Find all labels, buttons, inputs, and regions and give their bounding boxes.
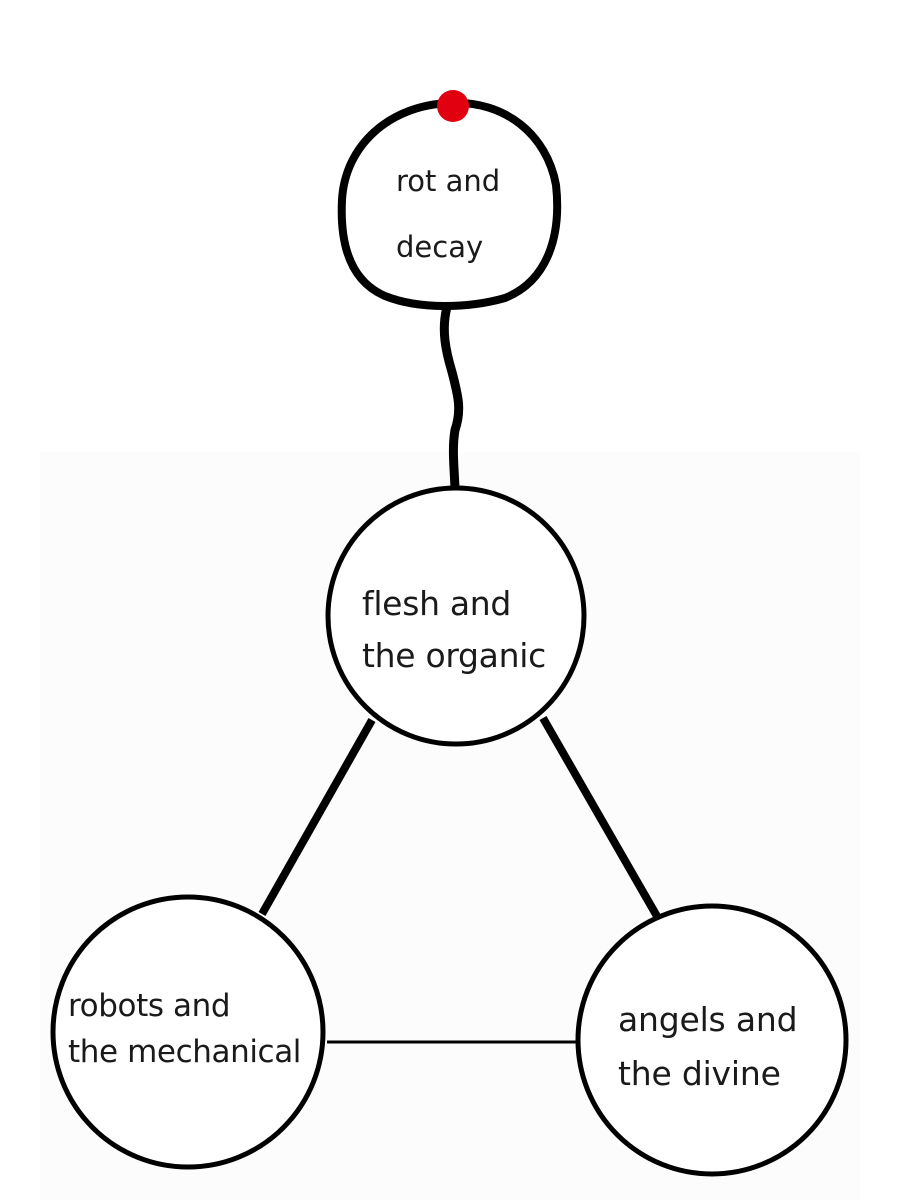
node-angels-line1: angels and: [618, 1000, 798, 1039]
edge-flesh-to-robots: [258, 718, 376, 916]
node-robots-label: robots and the mechanical: [68, 983, 301, 1075]
node-angels-line2: the divine: [618, 1054, 781, 1093]
node-rot-label: rot and decay: [396, 148, 500, 280]
node-robots-line2: the mechanical: [68, 1034, 302, 1070]
edge-rot-to-flesh: [439, 302, 464, 493]
edge-flesh-to-angels: [539, 716, 662, 920]
node-robots-line1: robots and: [68, 988, 231, 1024]
marker-dot: [437, 90, 469, 122]
node-flesh-circle: [325, 485, 587, 747]
node-flesh-label: flesh and the organic: [362, 578, 546, 682]
node-flesh-line2: the organic: [362, 636, 546, 675]
node-rot-line2: decay: [396, 230, 484, 264]
node-rot-circle: [337, 98, 562, 310]
node-rot-line1: rot and: [396, 164, 501, 198]
node-angels-circle: [575, 903, 849, 1177]
node-robots-circle: [50, 894, 326, 1170]
node-flesh-line1: flesh and: [362, 584, 512, 623]
node-angels-label: angels and the divine: [618, 993, 798, 1101]
